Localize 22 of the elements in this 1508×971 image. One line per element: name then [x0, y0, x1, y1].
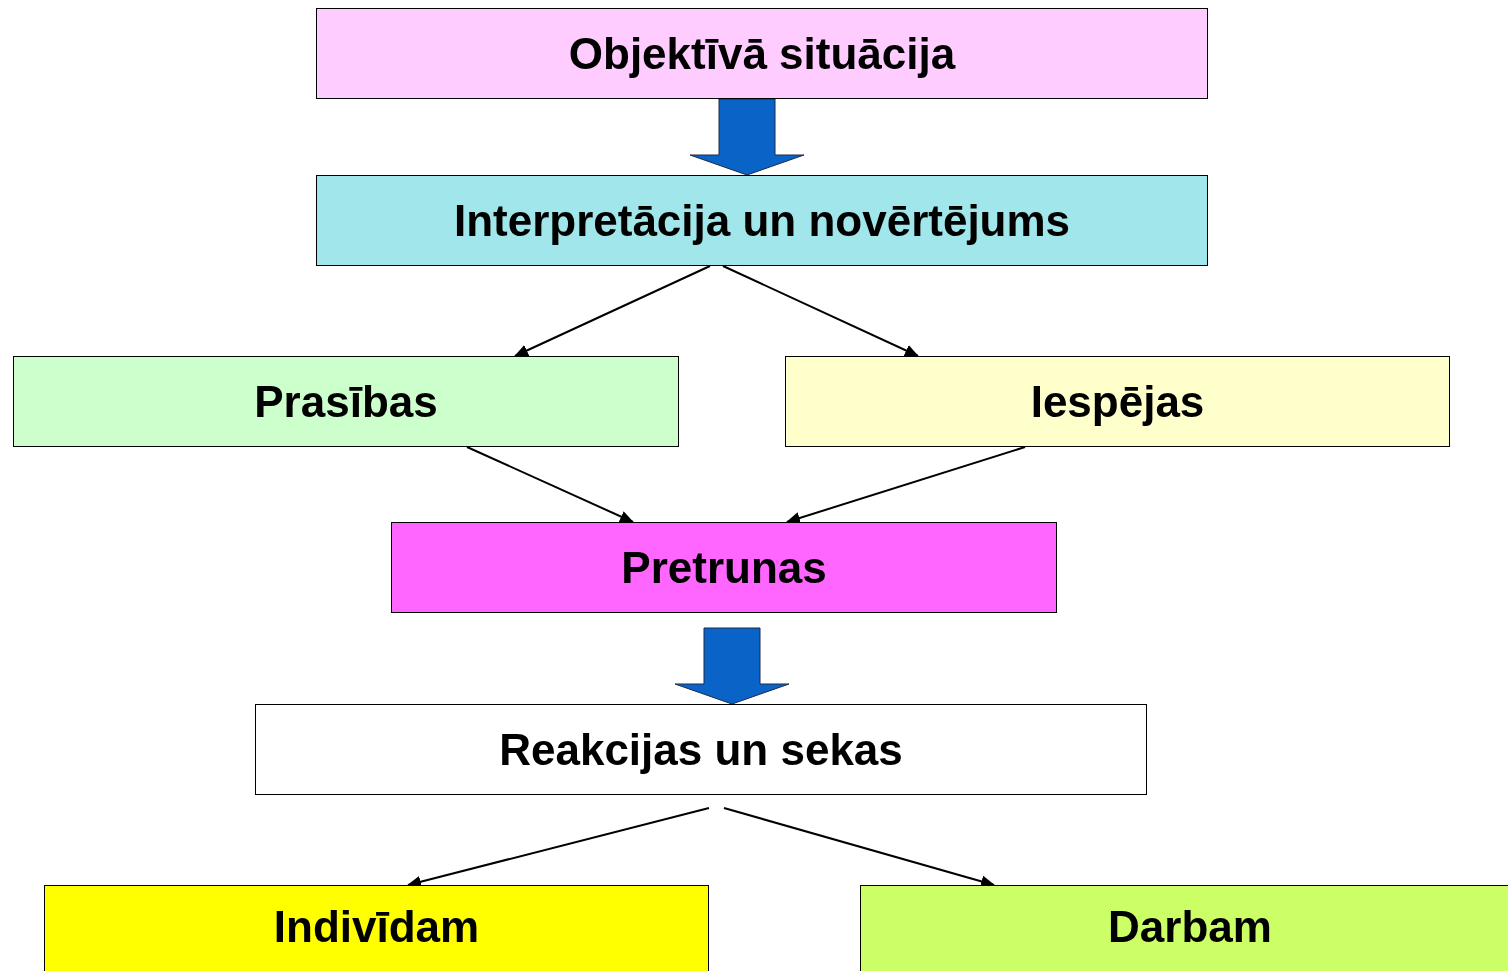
box-label: Indivīdam	[273, 900, 480, 953]
block-arrow	[689, 98, 805, 176]
block-arrow	[674, 627, 790, 705]
requirements-box	[13, 356, 679, 447]
box-label: Prasības	[254, 376, 438, 428]
arrow	[514, 265, 711, 357]
box-label: Pretrunas	[621, 542, 827, 594]
box-label: Iespējas	[1030, 376, 1205, 428]
box-label: Reakcijas un sekas	[499, 724, 903, 776]
opportunities-box	[785, 356, 1450, 447]
situation-box	[316, 8, 1208, 99]
work-box	[860, 885, 1508, 971]
box-label: Darbam	[1108, 900, 1272, 953]
arrow	[786, 446, 1026, 524]
reactions-box	[255, 704, 1147, 795]
interpretation-box	[316, 175, 1208, 266]
box-label: Interpretācija un novērtējums	[453, 195, 1071, 247]
individual-box	[44, 885, 709, 971]
arrow	[722, 265, 919, 357]
arrow	[466, 446, 634, 523]
box-label: Objektīvā situācija	[568, 28, 956, 80]
contradictions-box	[391, 522, 1057, 613]
